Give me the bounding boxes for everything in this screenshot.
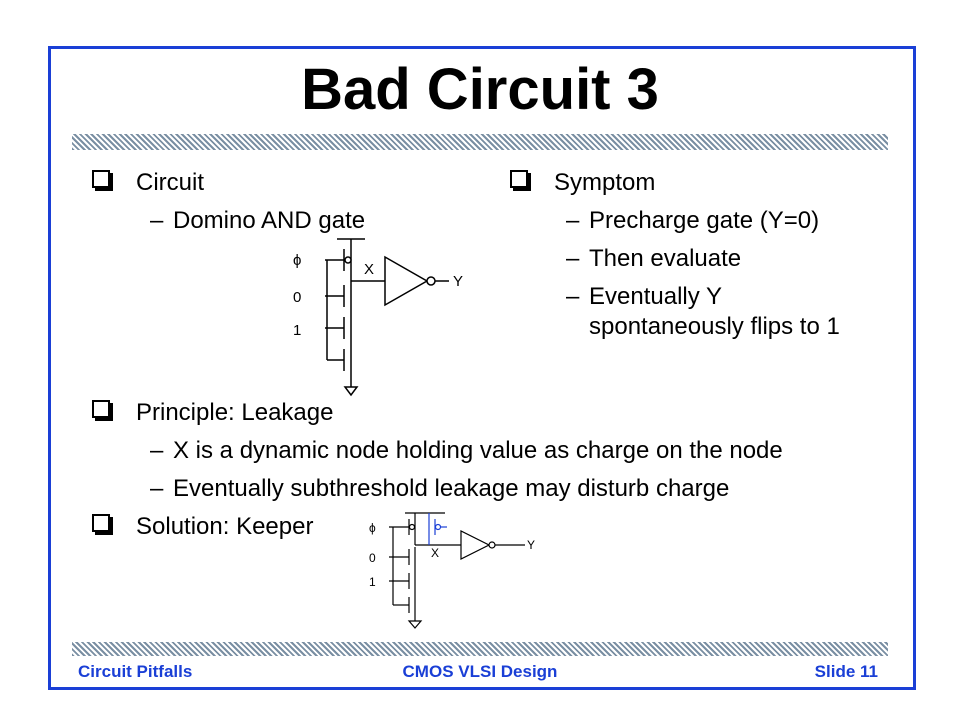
checkbox-bullet-icon	[92, 400, 110, 418]
node-x-label: X	[364, 261, 374, 278]
bullet-symptom: Symptom	[510, 168, 655, 198]
sub-item-evaluate: –Then evaluate	[566, 245, 742, 272]
sub-item-leakage: –Eventually subthreshold leakage may dis…	[150, 475, 730, 502]
node-x-label-2: X	[431, 546, 439, 560]
domino-and-gate-diagram: ϕ 0 1 X Y	[293, 238, 463, 397]
footer-slide-number: Slide 11	[814, 662, 878, 681]
footer-left: Circuit Pitfalls	[78, 662, 193, 681]
sub-item-domino: –Domino AND gate	[150, 207, 366, 234]
keeper-circuit-diagram: ϕ 0 1 X Y	[369, 512, 535, 629]
checkbox-bullet-icon	[92, 170, 110, 188]
bullet-circuit: Circuit	[92, 168, 204, 198]
sub-item-dynamic-node: –X is a dynamic node holding value as ch…	[150, 437, 783, 464]
slide-title: Bad Circuit 3	[301, 57, 659, 122]
clock-label-2: ϕ	[369, 521, 376, 535]
footer-divider	[72, 642, 888, 656]
sub-item-precharge: –Precharge gate (Y=0)	[566, 207, 820, 234]
clock-label: ϕ	[293, 252, 301, 269]
keeper-transistor	[428, 513, 447, 545]
output-y-label: Y	[453, 273, 463, 290]
input-a-label-2: 0	[369, 551, 376, 565]
input-b-label: 1	[293, 322, 301, 339]
input-b-label-2: 1	[369, 575, 376, 589]
bullet-solution: Solution: Keeper	[92, 512, 313, 542]
output-y-label-2: Y	[527, 538, 535, 552]
input-a-label: 0	[293, 289, 301, 306]
footer-center: CMOS VLSI Design	[402, 662, 558, 681]
bullet-principle: Principle: Leakage	[92, 398, 333, 428]
checkbox-bullet-icon	[92, 514, 110, 532]
checkbox-bullet-icon	[510, 170, 528, 188]
slide-frame	[48, 46, 916, 690]
title-divider	[72, 134, 888, 150]
sub-item-eventually: –Eventually Y	[566, 283, 722, 310]
sub-item-flips: spontaneously flips to 1	[589, 313, 840, 340]
